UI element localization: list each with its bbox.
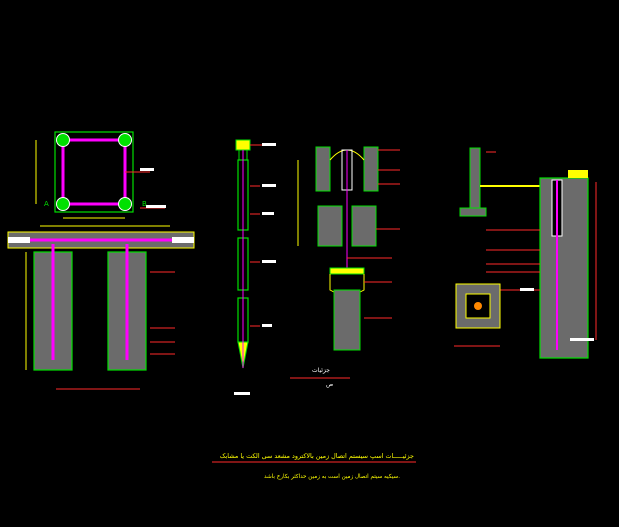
borehole-fill (539, 177, 589, 359)
leader-tag (140, 168, 154, 171)
pit-plan (455, 283, 501, 329)
label-tag (262, 184, 276, 187)
axis-label-b: B (142, 200, 147, 208)
detail-label: جزئیات (312, 367, 330, 374)
manhole-footing (459, 207, 487, 217)
grid-conductor-loop (61, 138, 127, 206)
label-tag (262, 324, 272, 327)
fill-block-right (351, 205, 377, 247)
label-tag (172, 237, 194, 243)
label-tag (262, 143, 276, 146)
clamp-band (329, 267, 365, 275)
electrode-rod-detail (234, 139, 276, 395)
pipe-section (333, 289, 361, 351)
electrode-icon (118, 133, 132, 147)
detail-label: ص (326, 381, 333, 388)
fill-block-left (317, 205, 343, 247)
ground-grid-plan: A B (35, 131, 166, 219)
electrode-icon (474, 302, 482, 310)
electrode-icon (56, 197, 70, 211)
label-tag (570, 338, 594, 341)
label-tag (234, 392, 250, 395)
manhole-wall (469, 147, 481, 209)
label-tag (8, 237, 30, 243)
label-tag (520, 288, 534, 291)
drawing-note: سیکیه سیتم اتصال زمین است به زمین حداکثر… (264, 473, 400, 480)
top-cover (568, 170, 588, 178)
rod-clamp (235, 139, 251, 151)
wall-left (315, 146, 331, 192)
electrode-icon (56, 133, 70, 147)
axis-label-a: A (44, 200, 49, 208)
leader-tag (146, 205, 166, 208)
wall-right (363, 146, 379, 192)
bottom-notes: جزئیـــــات اسپ سیستم اتصال زمین بالاکتر… (212, 452, 416, 480)
label-tag (262, 260, 276, 263)
electrode-icon (118, 197, 132, 211)
connection-detail: جزئیات ص (290, 146, 400, 388)
ground-section-two-electrodes (7, 225, 195, 390)
drawing-title: جزئیـــــات اسپ سیستم اتصال زمین بالاکتر… (220, 452, 414, 460)
manhole-section (454, 147, 597, 359)
label-tag (262, 212, 274, 215)
